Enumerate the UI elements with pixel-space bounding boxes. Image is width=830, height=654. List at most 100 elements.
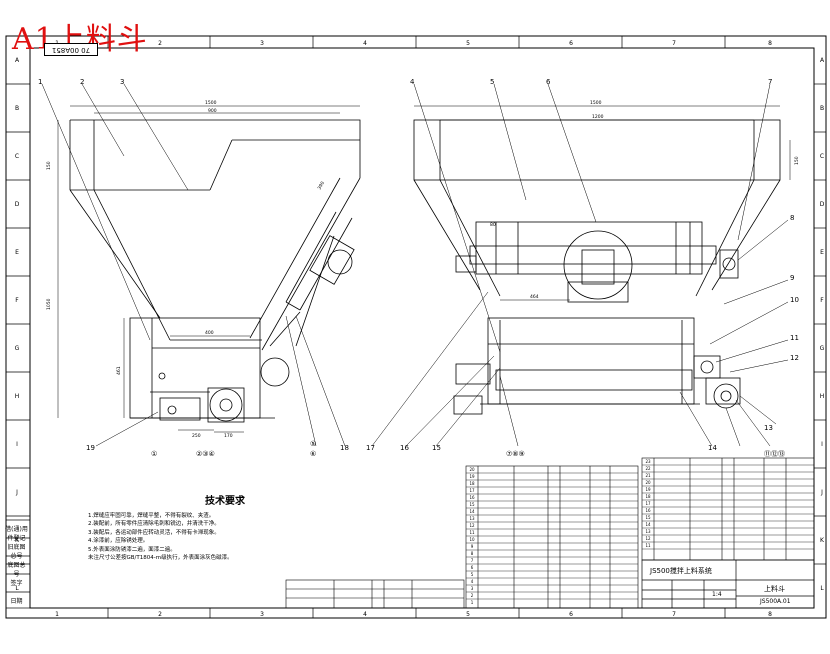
hopper-top-box — [413, 119, 781, 181]
balloon-label: 9 — [790, 274, 794, 282]
part-number: 9 — [471, 544, 474, 549]
row-label: A — [15, 57, 20, 64]
row-label: J — [15, 489, 18, 496]
part-number: 20 — [469, 467, 475, 472]
right-view — [371, 83, 791, 447]
revision-table — [285, 579, 465, 609]
part-number: 3 — [471, 586, 474, 591]
balloon-label: 12 — [790, 354, 799, 362]
row-label: E — [820, 249, 824, 256]
title-block-scale: 1:4 — [712, 591, 722, 598]
title-block-name: JS500搅拌上料系统 — [650, 567, 712, 575]
balloon-label: 19 — [86, 444, 95, 452]
balloon-label: 1 — [38, 78, 42, 86]
part-number: 14 — [645, 522, 651, 527]
hopper-right-wall — [261, 177, 361, 351]
dim-label: 250 — [192, 433, 201, 439]
tech-note: 4.涂漆前，应除锈处理。 — [88, 538, 149, 545]
balloon-label: 4 — [410, 78, 415, 86]
part-number: 14 — [469, 509, 475, 514]
dim-label: 400 — [205, 330, 214, 336]
balloon-label: 18 — [340, 444, 349, 452]
balloon-label: 16 — [400, 444, 409, 452]
part-number: 11 — [469, 530, 475, 535]
drawing-number-box: 70 00A851 — [44, 43, 98, 56]
left-view-dims: 1500 900 1050 150 461 400 250 170 390 — [46, 100, 326, 439]
part-number: 2 — [471, 593, 474, 598]
drive-gear — [209, 388, 243, 422]
incline-motor — [309, 235, 355, 285]
row-label: F — [15, 297, 19, 304]
title-block — [641, 559, 815, 609]
part-number: 11 — [645, 543, 651, 548]
row-label: J — [820, 489, 823, 496]
balloon-label: 6 — [546, 78, 551, 86]
balloon-label: ① — [151, 450, 157, 458]
strip-label: 日期 — [10, 598, 23, 605]
tech-note: 未注尺寸公差按GB/T1804-m级执行，外表面涂灰色磁漆。 — [88, 555, 233, 562]
parts-list-right-numbers: 23 22 21 20 19 18 17 16 15 14 13 12 11 — [645, 459, 651, 548]
part-number: 15 — [645, 515, 651, 520]
col-label: 3 — [260, 611, 264, 618]
part-number: 16 — [469, 495, 475, 500]
tech-note: 1.焊缝应牢固可靠，焊缝平整，不得有裂纹、夹渣。 — [88, 513, 215, 519]
parts-list-right-rows — [642, 464, 814, 550]
balloon-label: 2 — [80, 78, 84, 86]
tech-note: 2.装配前，所有零件应清除毛刺和锐边，并清洗干净。 — [88, 521, 220, 528]
col-label: 8 — [768, 40, 772, 47]
row-label: H — [820, 393, 825, 400]
row-label: G — [15, 345, 20, 352]
dim-label: 1050 — [46, 298, 52, 310]
part-number: 4 — [471, 579, 474, 584]
right-view-labels: 4 5 6 7 8 9 10 11 12 13 14 15 16 17 ⑦⑧⑨ … — [366, 78, 799, 458]
part-number: 5 — [471, 572, 474, 577]
part-number: 1 — [471, 600, 474, 605]
part-number: 13 — [645, 529, 651, 534]
dim-label: 150 — [46, 161, 52, 170]
balloon-label: ⑪⑫⑬ — [764, 450, 785, 458]
col-label: 8 — [768, 611, 772, 618]
part-number: 22 — [645, 466, 651, 471]
tech-note: 5.外表面涂防锈漆二遍，面漆二遍。 — [88, 546, 176, 553]
dim-label: 461 — [116, 366, 122, 375]
col-label: 5 — [466, 40, 470, 47]
lower-trough — [487, 317, 695, 405]
balloon-label: 14 — [708, 444, 717, 452]
dim-label: 150 — [794, 156, 800, 165]
parts-list-left — [465, 465, 639, 609]
part-number: 8 — [471, 551, 474, 556]
lower-housing — [129, 317, 261, 419]
part-number: 20 — [645, 480, 651, 485]
part-number: 16 — [645, 508, 651, 513]
part-number: 19 — [645, 487, 651, 492]
row-label: C — [820, 153, 824, 160]
part-number: 7 — [471, 558, 474, 563]
balloon-label: ⑦⑧⑨ — [506, 450, 525, 458]
dim-label: 1200 — [592, 114, 604, 120]
dim-label: 170 — [224, 433, 233, 439]
row-label: D — [15, 201, 20, 208]
upper-drum — [563, 230, 633, 300]
column-ticks — [107, 36, 726, 618]
row-label: L — [820, 585, 824, 592]
row-label: L — [15, 585, 19, 592]
balloon-label: ⑤ — [310, 440, 316, 448]
row-label: E — [15, 249, 19, 256]
balloon-label: 5 — [490, 78, 494, 86]
row-label: B — [820, 105, 824, 112]
balloon-label: 3 — [120, 78, 124, 86]
left-strip — [5, 519, 31, 609]
row-label: K — [15, 537, 20, 544]
parts-list-right — [641, 457, 815, 561]
row-label: H — [15, 393, 20, 400]
row-label: F — [820, 297, 824, 304]
part-number: 6 — [471, 565, 474, 570]
balloon-label: ②③④ — [196, 450, 215, 458]
row-label: D — [820, 201, 825, 208]
balloon-label: ⑥ — [310, 450, 316, 458]
balloon-label: 13 — [764, 424, 773, 432]
col-label: 5 — [466, 611, 470, 618]
strip-label: 签字 — [10, 580, 23, 587]
part-number: 10 — [469, 537, 475, 542]
strip-label: 底图总号 — [7, 562, 26, 578]
